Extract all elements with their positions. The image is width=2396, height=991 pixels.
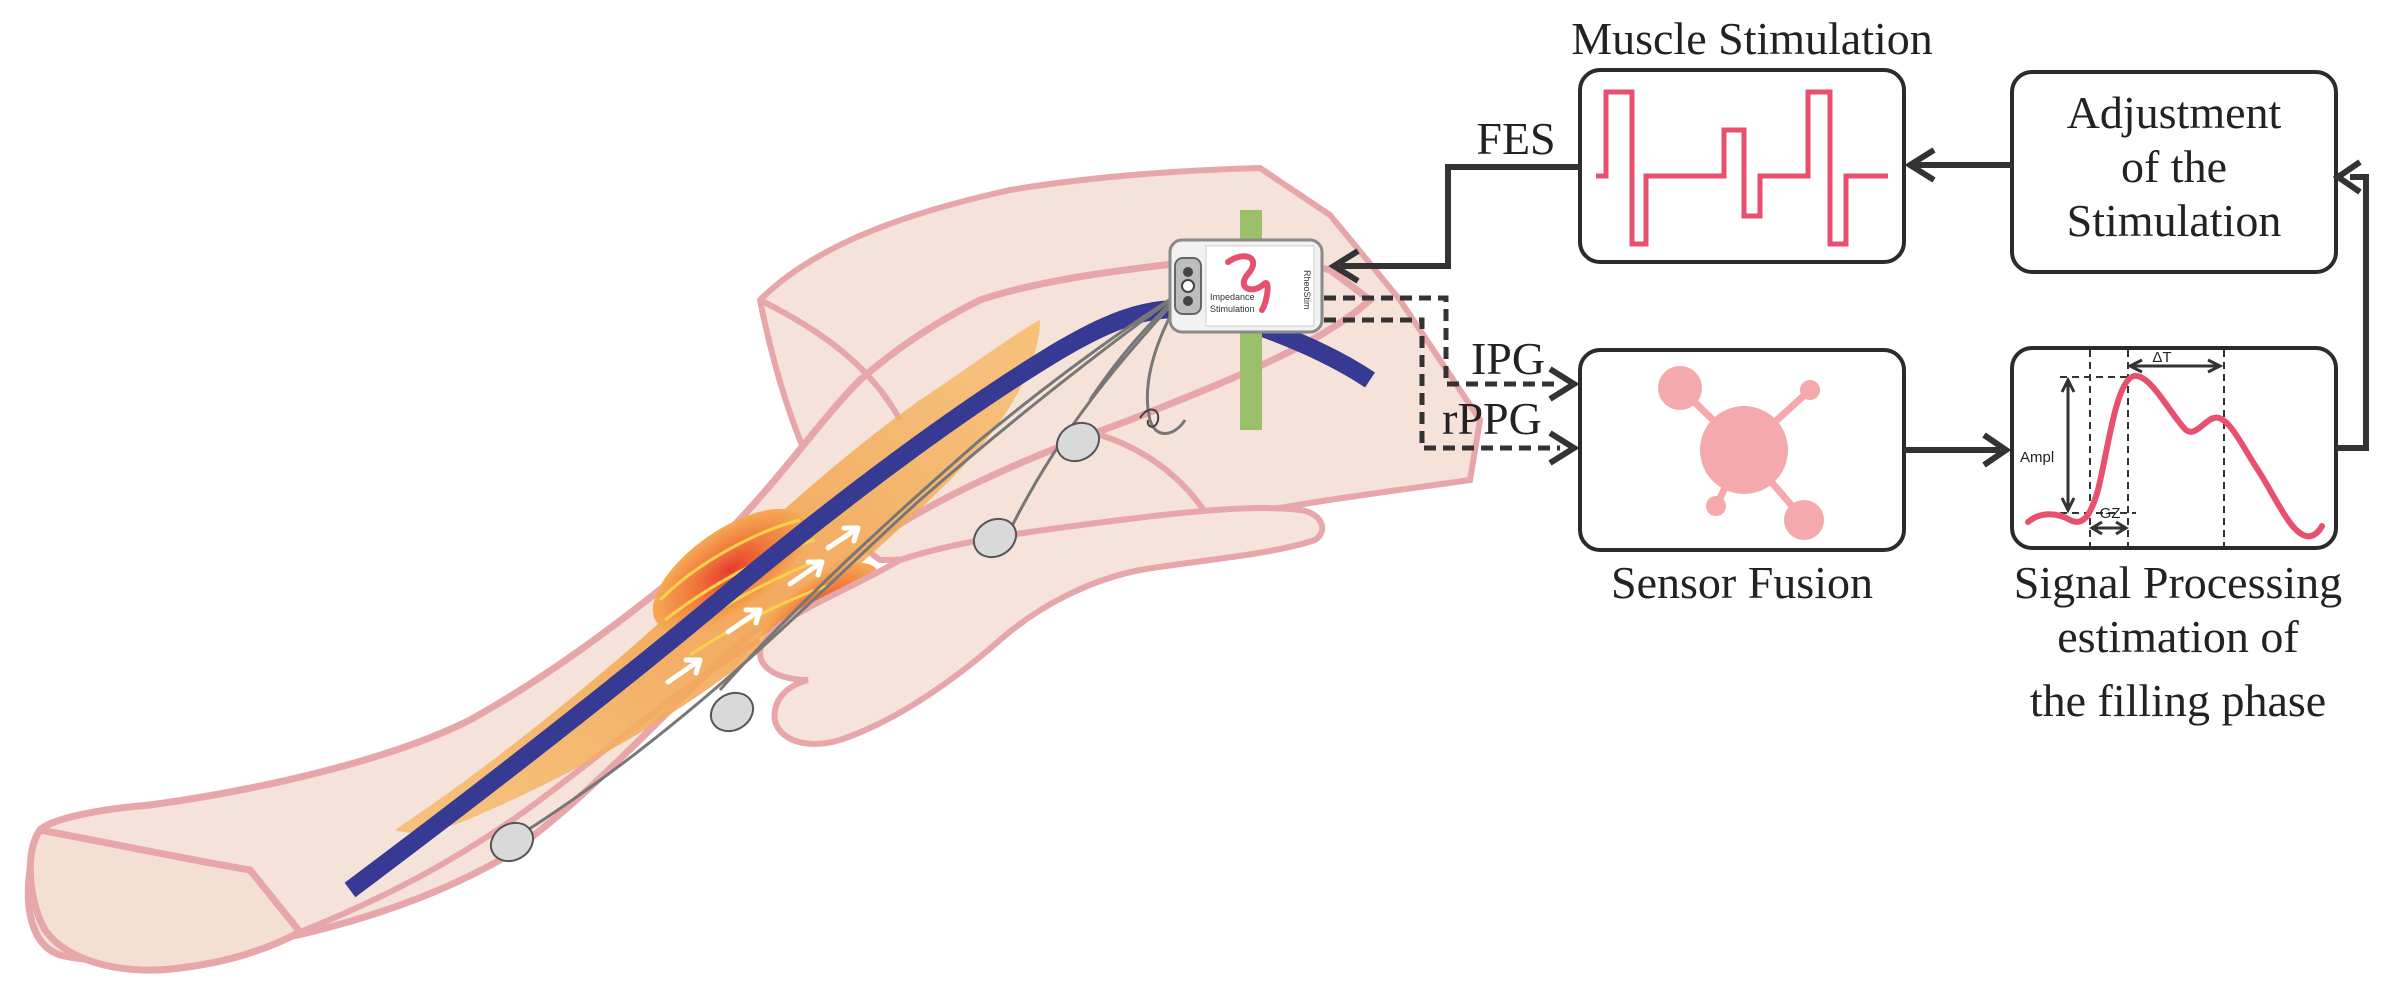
adjustment-label-3: Stimulation xyxy=(2067,195,2282,246)
foot xyxy=(26,826,306,974)
signal-processing-label-3: the filling phase xyxy=(2030,675,2326,726)
rppg-sensor-clip xyxy=(1139,408,1160,428)
device-icon: RheoStim Impedance Stimulation xyxy=(1168,238,1324,334)
stimulation-pulse-wave xyxy=(1596,89,1888,247)
device-line-1: Impedance xyxy=(1210,292,1255,302)
device-brand: RheoStim xyxy=(1302,270,1312,310)
electrode-icon xyxy=(972,517,1018,559)
flow-arrow-icon xyxy=(725,607,763,635)
muscle-stimulation-title: Muscle Stimulation xyxy=(1571,13,1933,64)
fes-label: FES xyxy=(1476,113,1555,164)
gz-label: GZ xyxy=(2100,505,2121,522)
signal-processing-label-1: Signal Processing xyxy=(2014,557,2342,608)
signal-processing-label-2: estimation of xyxy=(2057,611,2299,662)
flow-arrow-icon xyxy=(825,525,861,551)
sensor-fusion-label: Sensor Fusion xyxy=(1611,557,1873,608)
adjustment-label-2: of the xyxy=(2121,141,2227,192)
adjustment-box xyxy=(2010,70,2338,274)
ampl-label: Ampl xyxy=(2020,449,2054,466)
electrode-icon xyxy=(709,691,755,733)
device-line-2: Stimulation xyxy=(1210,304,1255,314)
sensor-network-icon xyxy=(1658,366,1824,540)
leg-illustration: RheoStim Impedance Stimulation xyxy=(24,164,1484,974)
connectors xyxy=(1324,147,2369,468)
ipg-label: IPG xyxy=(1471,333,1545,384)
signal-waveform: ΔT Ampl GZ xyxy=(2020,349,2325,546)
knee-crease-2 xyxy=(758,297,903,422)
flow-arrow-icon xyxy=(787,559,825,587)
block-diagram: Muscle Stimulation Adjustment of the Sti… xyxy=(1324,13,2369,726)
adjustment-label-1: Adjustment xyxy=(2067,87,2282,138)
electrodes xyxy=(489,421,1101,863)
electrode-icon xyxy=(489,821,535,863)
delta-t-label: ΔT xyxy=(2152,349,2171,366)
rppg-label: rPPG xyxy=(1442,393,1542,444)
flow-arrows xyxy=(665,525,861,685)
flow-arrow-icon xyxy=(665,657,703,685)
hand xyxy=(757,505,1326,747)
electrode-icon xyxy=(1055,421,1101,463)
